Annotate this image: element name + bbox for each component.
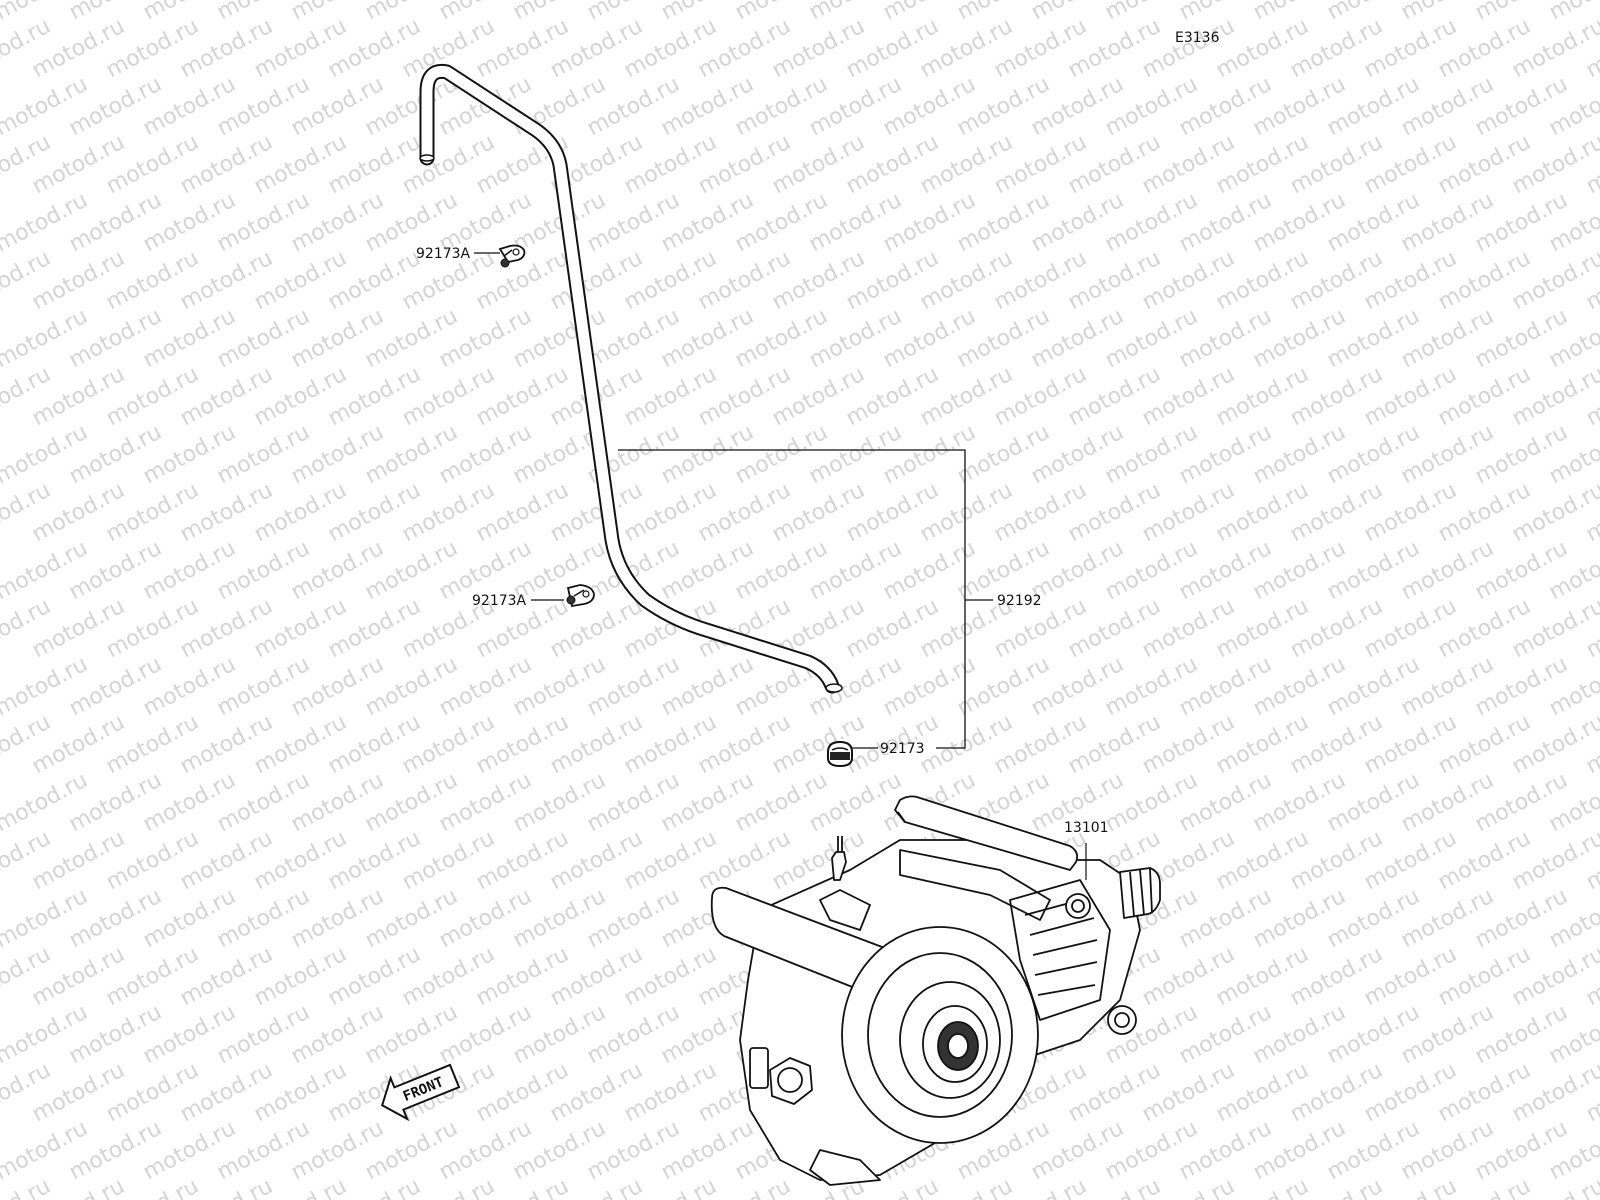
clamp-lower[interactable] xyxy=(531,584,595,608)
label-clamp-upper: 92173A xyxy=(416,246,471,262)
label-gear-case: 13101 xyxy=(1064,820,1109,836)
label-hose: 92192 xyxy=(997,593,1042,609)
breather-hose[interactable] xyxy=(419,63,843,694)
diagram-code: E3136 xyxy=(1175,30,1220,46)
clamp-upper[interactable] xyxy=(474,244,526,268)
gear-case-assembly[interactable] xyxy=(710,795,1161,1186)
label-clamp-lower: 92173A xyxy=(472,593,527,609)
hose-set-bracket xyxy=(618,449,993,749)
label-clamp-small: 92173 xyxy=(880,741,925,757)
clamp-small[interactable] xyxy=(827,740,878,768)
